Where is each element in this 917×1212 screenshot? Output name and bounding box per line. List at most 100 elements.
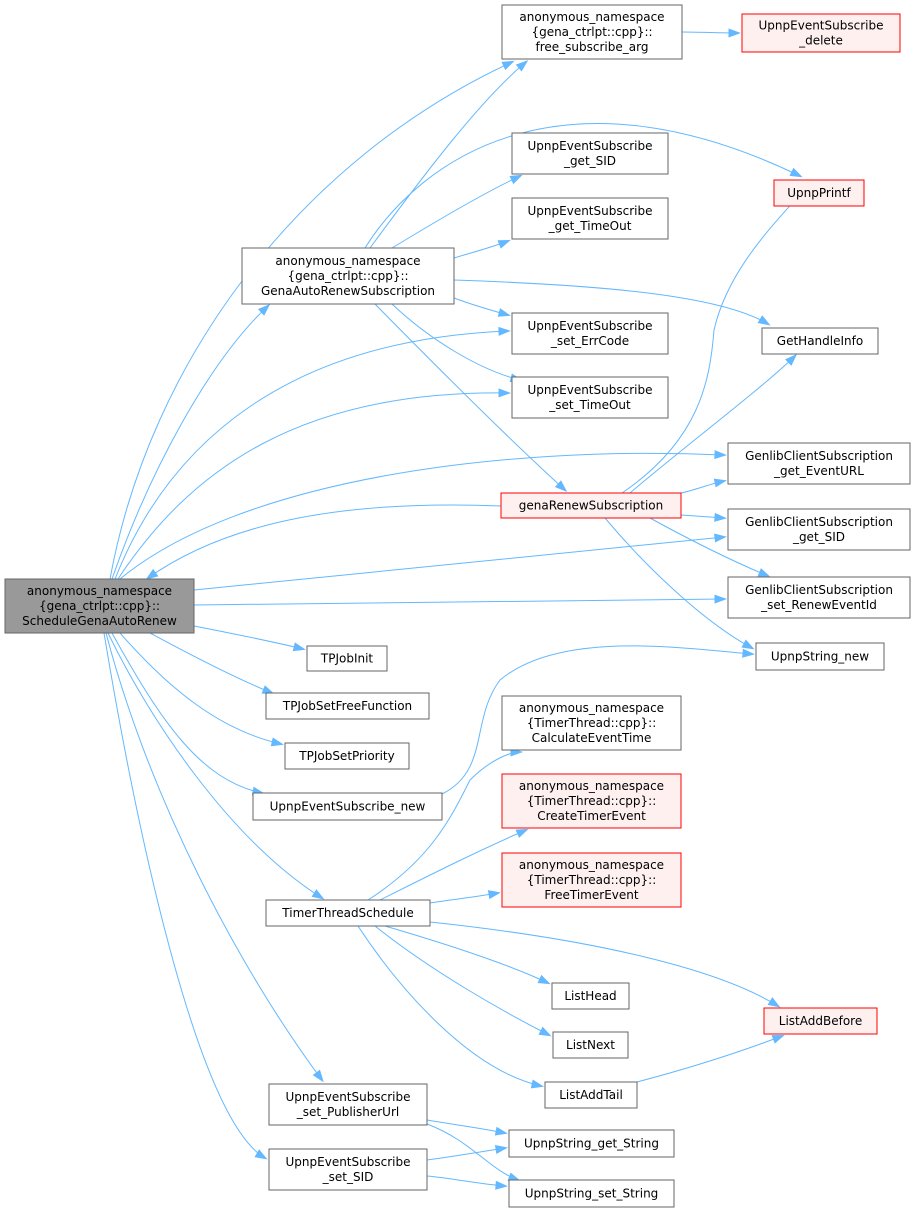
node-set_timeout[interactable]: UpnpEventSubscribe_set_TimeOut <box>511 376 669 419</box>
node-handle_info[interactable]: GetHandleInfo <box>761 327 879 355</box>
edge-line <box>111 305 269 580</box>
node-label-line: {gena_ctrlpt::cpp}:: <box>531 25 652 39</box>
node-label-line: _set_RenewEventId <box>760 598 877 612</box>
edge-timer_schedule-to-list_add_before <box>429 921 781 1008</box>
node-list_add_before[interactable]: ListAddBefore <box>763 1007 878 1035</box>
edge-arrowhead <box>261 685 275 695</box>
node-box <box>511 312 669 355</box>
node-label-line: _set_PublisherUrl <box>296 1105 399 1119</box>
node-free_arg[interactable]: anonymous_namespace{gena_ctrlpt::cpp}::f… <box>501 4 683 60</box>
node-label-line: UpnpEventSubscribe <box>528 319 653 333</box>
edge-list_add_tail-to-list_add_before <box>636 1034 785 1083</box>
edge-line <box>369 61 527 249</box>
node-printf[interactable]: UpnpPrintf <box>773 179 865 207</box>
node-label-line: _get_EventURL <box>773 464 864 478</box>
node-sub_new[interactable]: UpnpEventSubscribe_new <box>252 792 443 821</box>
edge-arrowhead <box>714 512 727 522</box>
node-set_publisher[interactable]: UpnpEventSubscribe_set_PublisherUrl <box>268 1083 428 1126</box>
node-set_errcode[interactable]: UpnpEventSubscribe_set_ErrCode <box>511 312 669 355</box>
edge-arrowhead <box>501 60 515 71</box>
edge-arrowhead <box>311 889 325 900</box>
node-label-line: TPJobInit <box>320 652 374 666</box>
edge-auto_renew-to-handle_info <box>453 279 771 326</box>
node-event_url[interactable]: GenlibClientSubscription_get_EventURL <box>727 442 911 485</box>
node-sub_delete[interactable]: UpnpEventSubscribe_delete <box>741 13 901 53</box>
node-get_sid[interactable]: UpnpEventSubscribe_get_SID <box>511 132 669 175</box>
node-tpjobfree[interactable]: TPJobSetFreeFunction <box>265 692 430 720</box>
node-list_add_tail[interactable]: ListAddTail <box>544 1081 638 1109</box>
node-label-line: ListHead <box>564 989 616 1003</box>
node-label-line: _get_SID <box>792 530 845 544</box>
edge-schedule-to-client_sid <box>193 533 727 591</box>
edge-arrowhead <box>728 28 741 38</box>
node-schedule[interactable]: anonymous_namespace{gena_ctrlpt::cpp}::S… <box>4 578 195 634</box>
node-box <box>501 852 682 908</box>
node-get_timeout[interactable]: UpnpEventSubscribe_get_TimeOut <box>511 197 669 240</box>
edge-arrowhead <box>257 303 271 316</box>
node-box <box>508 1129 675 1158</box>
node-label-line: anonymous_namespace <box>27 584 172 598</box>
node-get_string[interactable]: UpnpString_get_String <box>508 1129 675 1158</box>
edge-arrowhead <box>498 388 511 398</box>
edge-auto_renew-to-set_errcode <box>453 297 511 317</box>
node-label-line: _delete <box>798 34 843 48</box>
node-label-line: UpnpPrintf <box>787 186 851 200</box>
edge-sub_new-to-string_new <box>441 645 755 795</box>
nodes-layer: anonymous_namespace{gena_ctrlpt::cpp}::S… <box>4 4 911 1208</box>
node-tpjobinit[interactable]: TPJobInit <box>306 645 388 672</box>
node-box <box>265 899 431 927</box>
edge-arrowhead <box>741 639 755 650</box>
edge-schedule-to-sub_new <box>111 632 265 796</box>
node-label-line: GenaAutoRenewSubscription <box>261 284 435 298</box>
edge-line <box>193 536 725 591</box>
node-tpjobprio[interactable]: TPJobSetPriority <box>284 742 410 770</box>
node-list_next[interactable]: ListNext <box>552 1031 629 1059</box>
node-set_sid[interactable]: UpnpEventSubscribe_set_SID <box>268 1148 428 1191</box>
node-label-line: ScheduleGenaAutoRenew <box>22 614 177 628</box>
edge-arrowhead <box>509 174 523 185</box>
node-set_string[interactable]: UpnpString_set_String <box>508 1179 675 1208</box>
node-label-line: ListAddTail <box>559 1088 623 1102</box>
node-box <box>265 692 430 720</box>
edge-line <box>426 1119 506 1134</box>
node-calc_time[interactable]: anonymous_namespace{TimerThread::cpp}::C… <box>501 695 682 751</box>
node-auto_renew[interactable]: anonymous_namespace{gena_ctrlpt::cpp}::G… <box>241 247 455 305</box>
node-renew[interactable]: genaRenewSubscription <box>500 492 682 519</box>
node-label-line: UpnpEventSubscribe <box>286 1155 411 1169</box>
node-box <box>552 1031 629 1059</box>
node-list_head[interactable]: ListHead <box>551 982 630 1010</box>
edge-timer_schedule-to-free_timer <box>429 890 501 904</box>
node-renew_event_id[interactable]: GenlibClientSubscription_set_RenewEventI… <box>727 576 911 619</box>
edge-schedule-to-auto_renew <box>111 303 271 580</box>
edge-set_publisher-to-get_string <box>426 1119 508 1136</box>
edge-timer_schedule-to-create_timer <box>379 828 529 901</box>
edge-arrowhead <box>507 1172 521 1182</box>
edge-line <box>636 1035 783 1083</box>
edge-line <box>453 279 769 325</box>
node-box <box>511 197 669 240</box>
node-box <box>727 508 911 551</box>
node-label-line: {gena_ctrlpt::cpp}:: <box>39 599 160 613</box>
edge-line <box>105 632 323 1081</box>
edge-arrowhead <box>713 478 727 488</box>
node-label-line: {TimerThread::cpp}:: <box>527 794 657 808</box>
node-label-line: _get_SID <box>563 154 616 168</box>
edge-renew-to-renew_event_id <box>649 517 771 578</box>
node-create_timer[interactable]: anonymous_namespace{TimerThread::cpp}::C… <box>501 773 682 829</box>
node-box <box>727 576 911 619</box>
node-client_sid[interactable]: GenlibClientSubscription_get_SID <box>727 508 911 551</box>
node-timer_schedule[interactable]: TimerThreadSchedule <box>265 899 431 927</box>
edge-arrowhead <box>494 1126 508 1136</box>
node-box <box>252 792 443 821</box>
edge-line <box>149 632 273 694</box>
edge-renew-to-handle_info <box>629 353 798 494</box>
edge-line <box>426 1147 506 1161</box>
node-label-line: UpnpEventSubscribe <box>759 19 884 33</box>
edge-free_arg-to-sub_delete <box>681 28 741 38</box>
edge-schedule-to-tpjobfree <box>149 632 275 695</box>
node-string_new[interactable]: UpnpString_new <box>755 642 885 671</box>
node-free_timer[interactable]: anonymous_namespace{TimerThread::cpp}::F… <box>501 852 682 908</box>
node-box <box>501 695 682 751</box>
node-label-line: TimerThreadSchedule <box>281 906 413 920</box>
